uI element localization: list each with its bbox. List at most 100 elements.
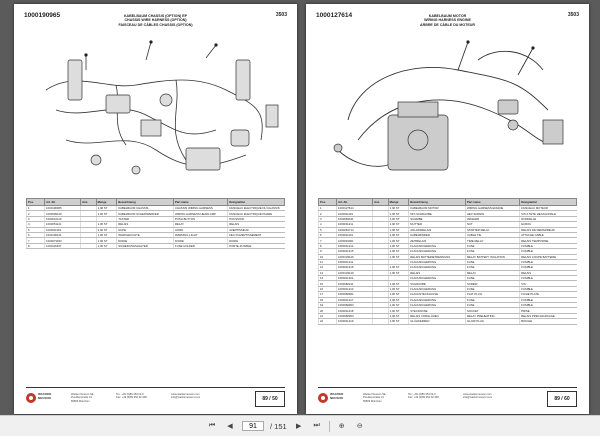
table-cell: 3 xyxy=(25,216,45,223)
left-parts-table: Pos. Art.-Nr. Anz. Menge Bezeichnung Par… xyxy=(25,198,285,250)
left-page-footer: WACKER NEUSON Wacker Neuson SE Preußenst… xyxy=(26,387,285,408)
table-cell: SCHRAUBE xyxy=(408,280,466,287)
table-cell: 1000116437 xyxy=(44,243,81,250)
table-cell: ZEITRELAIS xyxy=(408,237,466,244)
table-cell: 1,00 ST xyxy=(387,270,409,277)
table-cell xyxy=(372,254,389,260)
table-cell: 2,00 ST xyxy=(95,227,117,233)
table-cell xyxy=(95,216,117,223)
col-anz: Anz. xyxy=(80,198,97,206)
table-cell: 1000011215 xyxy=(336,248,373,255)
table-cell xyxy=(372,216,389,223)
table-cell: DIODE xyxy=(116,237,174,244)
left-wiring-diagram xyxy=(45,40,279,175)
table-cell: 1,00 ST xyxy=(387,210,409,217)
table-cell: PRISE xyxy=(519,307,577,314)
footer-brand: WACKER NEUSON xyxy=(330,392,344,400)
table-cell xyxy=(372,286,389,293)
right-page-title: KABELBAUM MOTOR WIRING HARNESS ENGINE AR… xyxy=(306,14,589,27)
footer-line: info@wackerneuson.com xyxy=(171,396,201,400)
table-cell xyxy=(372,227,389,233)
table-cell: 1000190965 xyxy=(44,205,81,212)
table-cell: 14 xyxy=(317,275,337,282)
left-page-code: 3503 xyxy=(275,12,287,18)
next-page-icon[interactable]: ▶ xyxy=(295,423,302,430)
table-cell: POUSSOIR xyxy=(227,216,285,223)
table-cell: 4 xyxy=(25,221,45,228)
zoom-out-icon[interactable]: ⊖ xyxy=(356,423,363,430)
table-cell: RELAIS xyxy=(227,221,285,228)
zoom-in-icon[interactable]: ⊕ xyxy=(338,423,345,430)
table-cell: 1,00 ST xyxy=(387,254,409,260)
right-page-code: 3503 xyxy=(567,12,579,18)
footer-line: info@wackerneuson.com xyxy=(463,396,493,400)
table-cell xyxy=(80,205,97,212)
table-cell: 11 xyxy=(317,259,337,266)
table-cell: 19 xyxy=(317,302,337,309)
table-cell: 17 xyxy=(317,291,337,298)
table-cell xyxy=(372,237,389,244)
table-cell: 18 xyxy=(317,297,337,304)
table-cell: 1000091001 xyxy=(336,237,373,244)
footer-address: Wacker Neuson SE Preußenstraße 41 80809 … xyxy=(363,393,386,403)
table-cell: KABELBINDER xyxy=(408,232,466,239)
table-cell: WARNING LIGHT xyxy=(173,232,228,239)
table-cell: 4 xyxy=(317,221,337,228)
table-cell: 1,00 ST xyxy=(387,221,409,228)
table-cell: KABELBAUM CHASSIS xyxy=(116,205,174,212)
footer-web: www.wackerneuson.com info@wackerneuson.c… xyxy=(171,393,200,400)
table-cell: BOUGIE xyxy=(519,318,577,325)
footer-line: Tel.: +49 (0)89 354 02-0 xyxy=(116,393,144,396)
prev-page-icon[interactable]: ◀ xyxy=(227,423,233,430)
table-cell: FLACHSICHERUNG xyxy=(408,302,466,309)
table-cell: FLACHSICHERUNG xyxy=(408,259,466,266)
table-cell: SOCKET xyxy=(465,307,520,314)
footer-line: 80809 München xyxy=(363,399,382,403)
table-cell: 2 xyxy=(25,210,45,217)
table-cell: 1000190121 xyxy=(44,232,81,239)
table-cell: FLACHSICHERUNG xyxy=(408,243,466,250)
footer-brand: WACKER NEUSON xyxy=(38,392,51,400)
brand-line: NEUSON xyxy=(330,395,343,400)
table-cell: 1,00 ST xyxy=(95,243,117,250)
last-page-icon[interactable]: ⏭ xyxy=(313,422,320,429)
table-cell: FUSIBLE xyxy=(519,248,577,255)
table-cell: 16 xyxy=(317,286,337,293)
table-cell: FUSIBLE xyxy=(519,302,577,309)
table-cell: FUSE xyxy=(465,286,520,293)
right-parts-table: Pos. Art.-Nr. Anz. Menge Bezeichnung Par… xyxy=(317,198,577,325)
table-cell: FAISCEAU ELECTRIQUE PHARE xyxy=(227,210,285,217)
table-cell: RELAIS VORGLÜHEN xyxy=(408,313,466,320)
table-cell: RELAY BATTERY ISOLATION xyxy=(465,254,520,260)
current-page-input[interactable] xyxy=(242,421,264,431)
table-cell: FICHE PLATE xyxy=(519,291,577,298)
table-cell: KABELBAUM SCHEINWERFER xyxy=(116,210,174,217)
first-page-icon[interactable]: ⏮ xyxy=(208,422,216,429)
table-cell xyxy=(372,302,389,309)
footer-line: Fax: +49 (0)89 354 02-390 xyxy=(408,396,439,400)
table-cell: 1000011211 xyxy=(336,259,373,266)
table-cell: 1000127614 xyxy=(336,205,373,212)
table-cell: 1000011161 xyxy=(336,232,373,239)
table-cell: RELAY xyxy=(465,270,520,277)
brand-line: WACKER xyxy=(330,392,344,396)
table-cell: VIS xyxy=(519,280,577,287)
left-title-line-3: FAISCEAU DE CÂBLES CHASSIS (OPTION) xyxy=(118,22,193,27)
table-cell: HORN xyxy=(173,227,228,233)
table-cell: FUSIBLE xyxy=(519,286,577,293)
col-anz: Anz. xyxy=(372,198,389,206)
table-cell: FLACHSICHERUNG xyxy=(408,248,466,255)
table-cell: 1000133419 xyxy=(336,270,373,277)
table-cell: RELAY xyxy=(173,221,228,228)
table-cell: 1,00 ST xyxy=(387,302,409,309)
